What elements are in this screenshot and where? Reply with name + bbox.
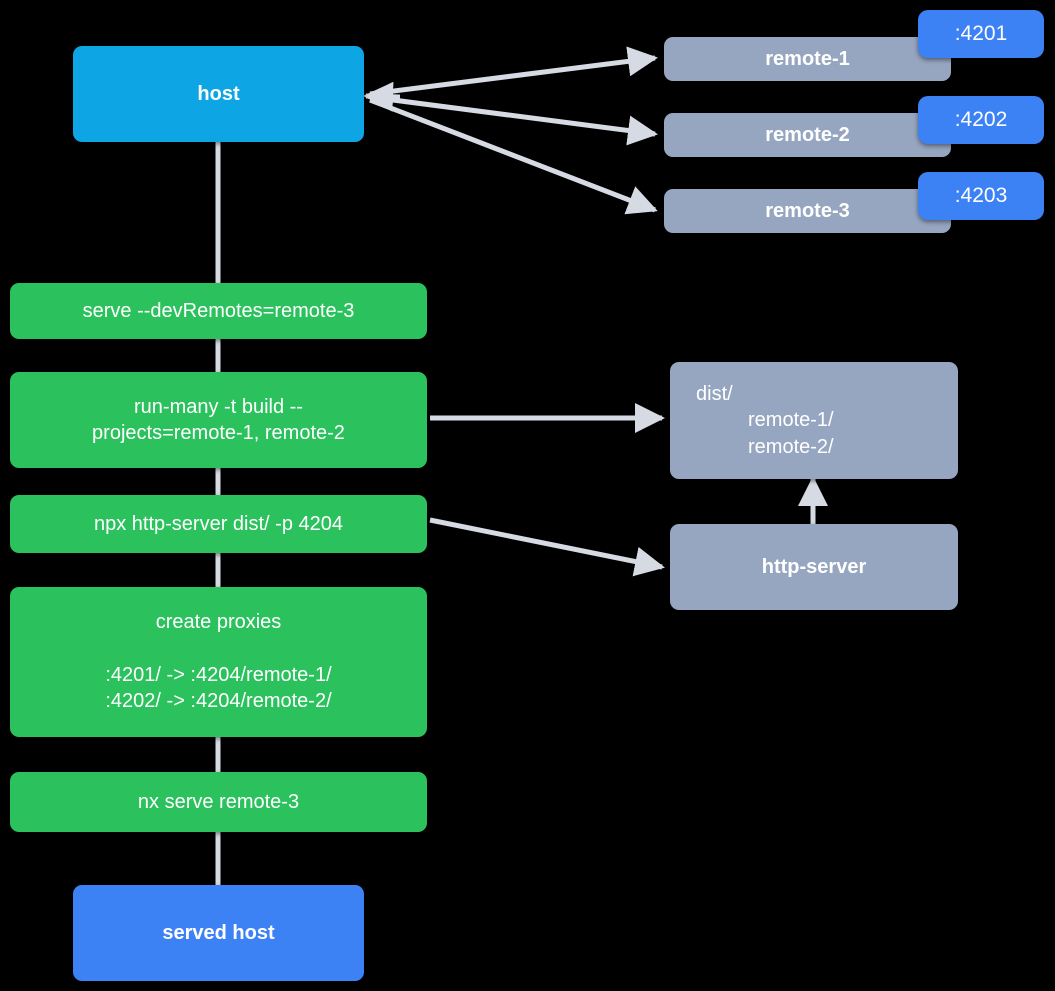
node-http-server-label: http-server (761, 555, 867, 578)
node-host[interactable]: host (73, 46, 364, 142)
node-remote-1-label: remote-1 (765, 47, 850, 70)
node-dist-folder[interactable]: dist/ remote-1/ remote-2/ (670, 362, 958, 479)
edge-host-to-remote-1 (369, 46, 658, 97)
node-run-many-label: run-many -t build -- projects=remote-1, … (92, 395, 345, 444)
node-dist-folder-root: dist/ (696, 382, 733, 405)
node-nx-serve-remote-3-label: nx serve remote-3 (137, 790, 300, 813)
node-create-proxies-rules: :4201/ -> :4204/remote-1/ :4202/ -> :420… (105, 663, 332, 713)
node-remote-2[interactable]: remote-2 (664, 113, 951, 157)
node-serve-command[interactable]: serve --devRemotes=remote-3 (10, 283, 427, 339)
node-served-host-label: served host (162, 921, 275, 944)
edge-host-to-remote-3 (369, 97, 658, 215)
port-badge-remote-2[interactable]: :4202 (918, 96, 1044, 144)
edge-remotes-back-to-host (363, 81, 401, 112)
edge-npx-to-httpserver (429, 517, 665, 577)
node-remote-3-label: remote-3 (765, 199, 850, 222)
node-create-proxies[interactable]: create proxies :4201/ -> :4204/remote-1/… (10, 587, 427, 737)
node-served-host[interactable]: served host (73, 885, 364, 981)
node-remote-2-label: remote-2 (765, 123, 850, 146)
node-http-server[interactable]: http-server (670, 524, 958, 610)
edge-host-to-remote-2 (369, 94, 658, 146)
node-serve-command-label: serve --devRemotes=remote-3 (82, 299, 355, 322)
port-badge-remote-2-label: :4202 (954, 108, 1008, 132)
port-badge-remote-1[interactable]: :4201 (918, 10, 1044, 58)
node-nx-serve-remote-3[interactable]: nx serve remote-3 (10, 772, 427, 832)
port-badge-remote-3[interactable]: :4203 (918, 172, 1044, 220)
node-dist-folder-children: remote-1/ remote-2/ (748, 409, 834, 458)
node-remote-3[interactable]: remote-3 (664, 189, 951, 233)
node-remote-1[interactable]: remote-1 (664, 37, 951, 81)
node-host-label: host (197, 82, 240, 105)
node-http-server-command[interactable]: npx http-server dist/ -p 4204 (10, 495, 427, 553)
port-badge-remote-3-label: :4203 (954, 184, 1008, 208)
node-run-many[interactable]: run-many -t build -- projects=remote-1, … (10, 372, 427, 468)
port-badge-remote-1-label: :4201 (954, 22, 1008, 46)
node-http-server-command-label: npx http-server dist/ -p 4204 (93, 512, 343, 535)
node-create-proxies-title: create proxies (155, 611, 282, 634)
